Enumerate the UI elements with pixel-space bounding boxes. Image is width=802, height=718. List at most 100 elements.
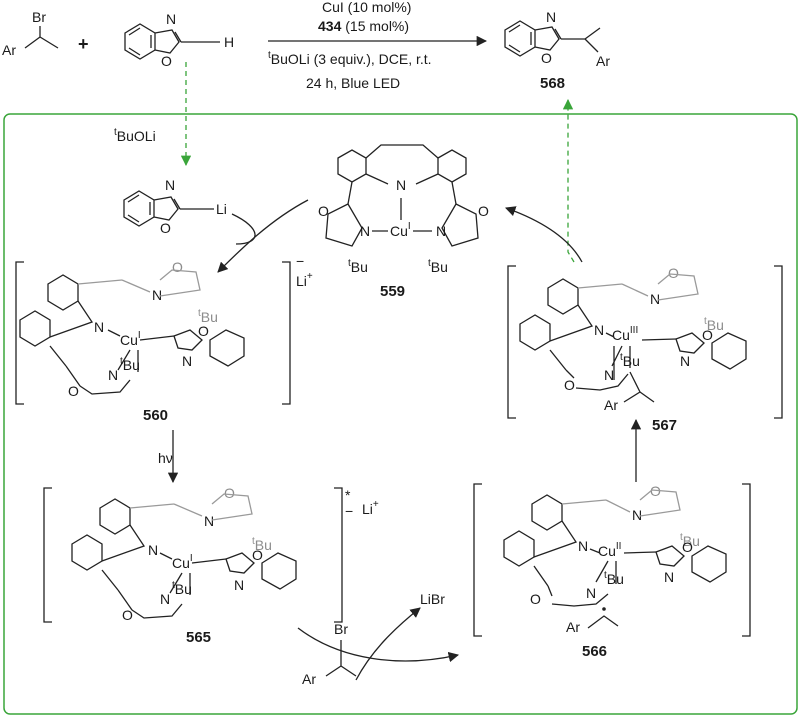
oxygen-atom: O bbox=[541, 50, 552, 66]
plus-sign: + bbox=[78, 34, 89, 54]
arrow-567-to-559 bbox=[505, 206, 583, 263]
bromine-atom: Br bbox=[334, 621, 348, 637]
oxazoline-nitrogen: N bbox=[632, 507, 642, 523]
oxazoline-nitrogen: N bbox=[152, 287, 162, 303]
radical-dot bbox=[602, 607, 606, 611]
benzoxazole-nitrogen: N bbox=[664, 569, 674, 585]
benzoxazole-oxygen: O bbox=[682, 539, 693, 555]
aryl-group: Ar bbox=[604, 397, 618, 413]
lower-oxazoline-nitrogen: N bbox=[604, 367, 614, 383]
hydrogen-atom: H bbox=[224, 34, 234, 50]
excited-state-star: * bbox=[345, 487, 351, 503]
nitrogen-atom: N bbox=[166, 11, 176, 27]
oxygen-atom: O bbox=[160, 220, 171, 236]
tbu-right: tBu bbox=[428, 258, 448, 275]
charge-minus: − bbox=[345, 503, 353, 519]
lower-oxazoline-oxygen: O bbox=[530, 591, 541, 607]
benzoxazole-nitrogen: N bbox=[680, 353, 690, 369]
copper-center: CuI bbox=[172, 553, 193, 571]
oxazoline-nitrogen: N bbox=[360, 223, 370, 239]
aryl-group: Ar bbox=[2, 42, 16, 58]
complex-560: − Li+ N O N tBu CuI O N N O tBu 560 bbox=[15, 253, 313, 424]
tbu-lower: tBu bbox=[120, 356, 140, 373]
gray-oxazoline-oxygen: O bbox=[172, 259, 183, 275]
oxazoline-nitrogen: N bbox=[650, 291, 660, 307]
gray-tbu: tBu bbox=[198, 308, 218, 325]
hv-label: hν bbox=[158, 450, 173, 466]
label-567: 567 bbox=[652, 417, 677, 434]
benzoxazole-nitrogen: N bbox=[182, 353, 192, 369]
copper-center: CuI bbox=[390, 221, 411, 239]
tbu-lower: tBu bbox=[620, 352, 640, 369]
carbazole-nitrogen: N bbox=[148, 542, 158, 558]
complex-566: N O N tBu CuII O N N O tBu Ar 566 bbox=[473, 483, 751, 660]
cycle-frame bbox=[3, 113, 798, 715]
oxazoline-oxygen-2: O bbox=[478, 203, 489, 219]
reaction-arrow-group: CuI (10 mol%) 434 (15 mol%) tBuOLi (3 eq… bbox=[268, 0, 488, 91]
gray-tbu: tBu bbox=[704, 316, 724, 333]
label-559: 559 bbox=[380, 283, 405, 300]
libr-label: LiBr bbox=[420, 591, 445, 607]
complex-565: * − Li+ N O N tBu CuI O N N O tBu 565 bbox=[43, 485, 379, 646]
oxazoline-nitrogen-2: N bbox=[436, 223, 446, 239]
nitrogen-atom: N bbox=[165, 177, 175, 193]
condition-time-light: 24 h, Blue LED bbox=[306, 75, 400, 91]
benzoxazole-oxygen: O bbox=[198, 323, 209, 339]
copper-center: CuI bbox=[120, 330, 141, 348]
copper-center: CuII bbox=[598, 541, 621, 559]
aryl-bromide-bottom: Br Ar bbox=[302, 621, 357, 687]
carbazole-nitrogen: N bbox=[396, 177, 406, 193]
lower-oxazoline-oxygen: O bbox=[122, 607, 133, 623]
arrow-to-libr bbox=[355, 607, 421, 681]
condition-cui: CuI (10 mol%) bbox=[322, 0, 411, 15]
arrow-565-to-566 bbox=[297, 627, 460, 663]
tbu-lower: tBu bbox=[604, 570, 624, 587]
gray-oxazoline-oxygen: O bbox=[224, 485, 235, 501]
complex-559: N O N O N CuI tBu tBu 559 bbox=[318, 144, 489, 300]
lower-oxazoline-nitrogen: N bbox=[160, 591, 170, 607]
tbu-lower: tBu bbox=[172, 580, 192, 597]
lithium-atom: Li bbox=[216, 201, 227, 217]
green-dashed-arrow-out bbox=[562, 98, 575, 263]
copper-center: CuIII bbox=[612, 325, 638, 343]
benzoxazole-reactant: N O H bbox=[124, 11, 234, 69]
benzoxazole-nitrogen: N bbox=[234, 577, 244, 593]
lithium-cation: Li+ bbox=[362, 499, 379, 517]
label-566: 566 bbox=[582, 643, 607, 660]
carbazole-nitrogen: N bbox=[594, 322, 604, 338]
aryl-radical-group: Ar bbox=[566, 619, 580, 635]
product-label: 568 bbox=[540, 75, 565, 92]
lower-oxazoline-oxygen: O bbox=[564, 377, 575, 393]
arrow-559-to-560 bbox=[217, 199, 309, 273]
charge-minus: − bbox=[296, 253, 304, 269]
carbazole-nitrogen: N bbox=[578, 538, 588, 554]
lithium-cation: Li+ bbox=[296, 271, 313, 289]
gray-oxazoline-oxygen: O bbox=[668, 265, 679, 281]
condition-base-solvent: tBuOLi (3 equiv.), DCE, r.t. bbox=[268, 50, 432, 67]
oxazoline-nitrogen: N bbox=[204, 513, 214, 529]
nitrogen-atom: N bbox=[546, 9, 556, 25]
bromine-atom: Br bbox=[32, 9, 46, 25]
complex-567: N O N tBu CuIII O N N O tBu Ar 567 bbox=[507, 265, 783, 434]
gray-tbu: tBu bbox=[252, 536, 272, 553]
benzoxazole-oxygen: O bbox=[702, 327, 713, 343]
aryl-bromide-reactant: Br Ar bbox=[2, 9, 59, 58]
product-568: N O Ar 568 bbox=[504, 9, 610, 92]
lithiated-benzoxazole: N O Li bbox=[123, 177, 227, 236]
lower-oxazoline-nitrogen: N bbox=[108, 367, 118, 383]
tbu-left: tBu bbox=[348, 258, 368, 275]
benzoxazole-oxygen: O bbox=[252, 547, 263, 563]
lower-oxazoline-nitrogen: N bbox=[586, 585, 596, 601]
base-label: tBuOLi bbox=[114, 127, 156, 144]
aryl-group: Ar bbox=[302, 671, 316, 687]
lower-oxazoline-oxygen: O bbox=[68, 383, 79, 399]
aryl-group: Ar bbox=[596, 53, 610, 69]
label-560: 560 bbox=[143, 407, 168, 424]
oxygen-atom: O bbox=[161, 53, 172, 69]
carbazole-nitrogen: N bbox=[94, 319, 104, 335]
gray-oxazoline-oxygen: O bbox=[650, 483, 661, 499]
label-565: 565 bbox=[186, 629, 211, 646]
oxazoline-oxygen: O bbox=[318, 203, 329, 219]
gray-tbu: tBu bbox=[680, 532, 700, 549]
